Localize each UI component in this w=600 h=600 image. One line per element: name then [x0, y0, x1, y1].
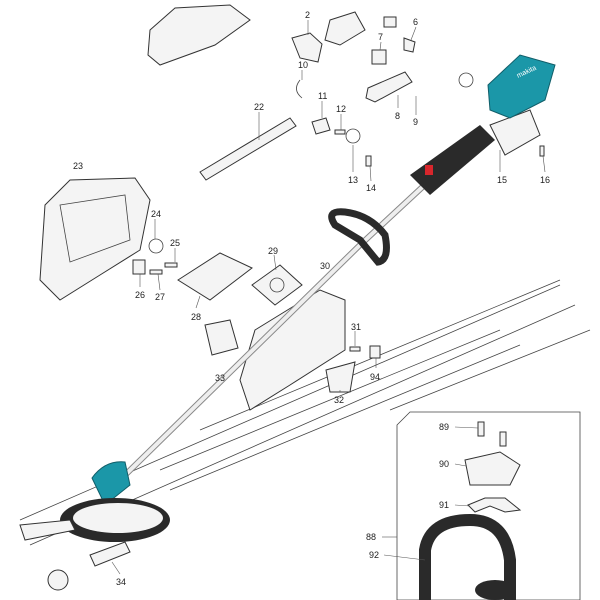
rear-grip [410, 125, 495, 195]
part-13-clamp [345, 128, 361, 144]
label-92: 92 [369, 550, 379, 560]
label-27: 27 [155, 292, 165, 302]
part-30-housing [239, 289, 346, 411]
handle-housing-part [147, 4, 251, 66]
trimmer-head [91, 461, 131, 506]
switch-part [324, 11, 366, 46]
part-92-loop-handle [419, 513, 516, 600]
part-22-hose [199, 117, 297, 181]
part-31-screw [349, 346, 361, 352]
label-9: 9 [413, 117, 418, 127]
part-94-label [369, 345, 381, 359]
part-34-spool [89, 541, 131, 567]
part-10 [296, 79, 303, 99]
part-32-label [325, 361, 356, 393]
trigger [425, 165, 433, 175]
part-27-screw [149, 269, 163, 275]
loop-handle [328, 208, 390, 266]
label-91: 91 [439, 500, 449, 510]
label-10: 10 [298, 60, 308, 70]
part-90-cap [464, 451, 521, 486]
motor-mount [489, 109, 541, 156]
label-11: 11 [318, 91, 327, 101]
part-6 [403, 37, 416, 53]
part-12-screw [334, 129, 346, 135]
label-15: 15 [497, 175, 507, 185]
part-7 [371, 49, 387, 65]
label-14: 14 [366, 183, 376, 193]
label-6: 6 [413, 17, 418, 27]
label-23: 23 [73, 161, 83, 171]
part-33-bracket [204, 319, 239, 356]
label-8: 8 [395, 111, 400, 121]
label-16: 16 [540, 175, 550, 185]
part-clamp-upper [458, 72, 474, 88]
cutting-blade [19, 519, 76, 541]
part-labels: 2 6 7 8 9 10 11 12 13 14 15 16 22 23 24 … [73, 10, 550, 587]
part-16-screw [539, 145, 545, 157]
part-89-screw-2 [499, 431, 507, 447]
part-2 [291, 32, 323, 63]
part-24-clamp [148, 238, 164, 254]
label-24: 24 [151, 209, 161, 219]
label-34: 34 [116, 577, 126, 587]
label-30: 30 [320, 261, 330, 271]
part-29-switch-plate [251, 264, 303, 306]
part-8 [365, 71, 413, 103]
part-bottom-clamp [47, 569, 69, 591]
label-22: 22 [254, 102, 264, 112]
leader-lines [111, 20, 546, 575]
label-94: 94 [370, 372, 380, 382]
part-26 [132, 259, 146, 275]
part-28-circuit-board [177, 252, 253, 301]
label-12: 12 [336, 104, 346, 114]
label-32: 32 [334, 395, 344, 405]
part-11 [311, 117, 331, 135]
part-25-screw [164, 262, 178, 268]
label-33: 33 [215, 373, 225, 383]
part-91-clamp [467, 497, 522, 513]
label-31: 31 [351, 322, 361, 332]
label-88: 88 [366, 532, 376, 542]
label-28: 28 [191, 312, 201, 322]
part-small-square [383, 16, 397, 28]
label-89: 89 [439, 422, 449, 432]
label-25: 25 [170, 238, 180, 248]
label-2: 2 [305, 10, 310, 20]
label-7: 7 [378, 32, 383, 42]
label-13: 13 [348, 175, 358, 185]
part-89-screw [477, 421, 485, 437]
battery-housing [487, 54, 556, 119]
label-29: 29 [268, 246, 278, 256]
part-23-housing [39, 177, 151, 301]
part-88-frame [396, 411, 581, 600]
part-14-screw [365, 155, 372, 167]
label-90: 90 [439, 459, 449, 469]
label-26: 26 [135, 290, 145, 300]
